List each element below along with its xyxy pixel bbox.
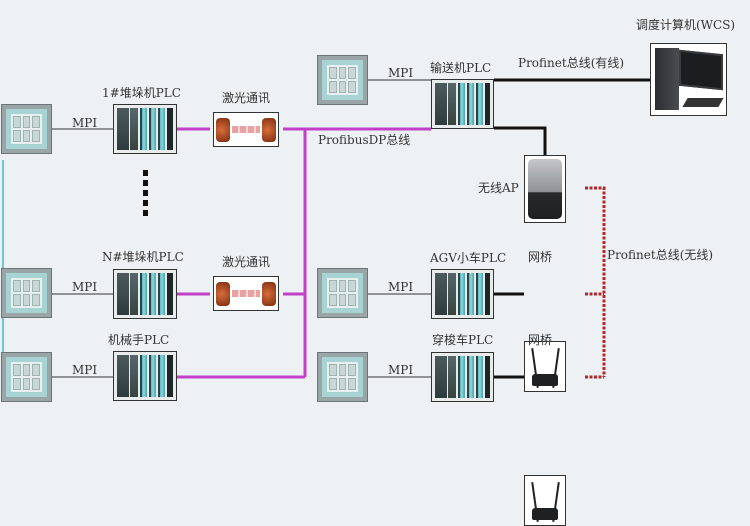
robot-plc [113,351,177,401]
laser-head-icon [262,117,276,142]
hmi-panel-agv [317,268,368,318]
laser-head-icon [216,281,230,306]
mpi-label: MPI [72,363,98,377]
mpi-label: MPI [72,116,98,130]
stacker1-plc [113,104,177,154]
shuttle-plc [431,352,494,402]
laser-transceiver-2 [213,276,279,311]
network-links [2,78,652,400]
hmi-panel-conveyor [317,55,368,105]
shuttle-plc-label: 穿梭车PLC [432,333,494,347]
robot-plc-label: 机械手PLC [108,333,170,347]
profinet-wireless-bus [585,186,606,379]
conveyor-plc [431,79,494,129]
mpi-label: MPI [72,280,98,294]
profinet-wired-bus [494,78,652,379]
profibus-label: ProfibusDP总线 [318,133,411,147]
profibus-bus [177,127,431,379]
bridge1-label: 网桥 [528,250,553,264]
hmi-panel-shuttle [317,352,368,402]
profinet-wireless-label: Profinet总线(无线) [607,248,714,262]
bridge2-label: 网桥 [528,333,553,347]
laser-transceiver-1 [213,112,279,147]
hmi-panel-stacker1 [1,104,52,154]
wireless-ap [524,155,566,223]
conveyor-plc-label: 输送机PLC [430,61,492,75]
wcs-label: 调度计算机(WCS) [636,18,736,32]
laser-head-icon [216,117,230,142]
laser1-label: 激光通讯 [222,91,271,105]
stackerN-plc-label: N#堆垛机PLC [102,250,184,264]
laser-head-icon [262,281,276,306]
wcs-computer [650,43,727,116]
mpi-label: MPI [388,66,414,80]
laser2-label: 激光通讯 [222,255,271,269]
profinet-wired-label: Profinet总线(有线) [518,56,625,70]
stackerN-plc [113,269,177,319]
hmi-panel-robot [1,352,52,402]
agv-plc-label: AGV小车PLC [430,251,507,265]
mpi-label: MPI [388,363,414,377]
agv-plc [431,269,494,319]
mpi-label: MPI [388,280,414,294]
wireless-bridge-2 [524,475,566,526]
hmi-panel-stackerN [1,268,52,318]
wireless-ap-label: 无线AP [478,181,519,195]
stacker1-plc-label: 1#堆垛机PLC [102,86,181,100]
wireless-bridge-1 [524,341,566,392]
